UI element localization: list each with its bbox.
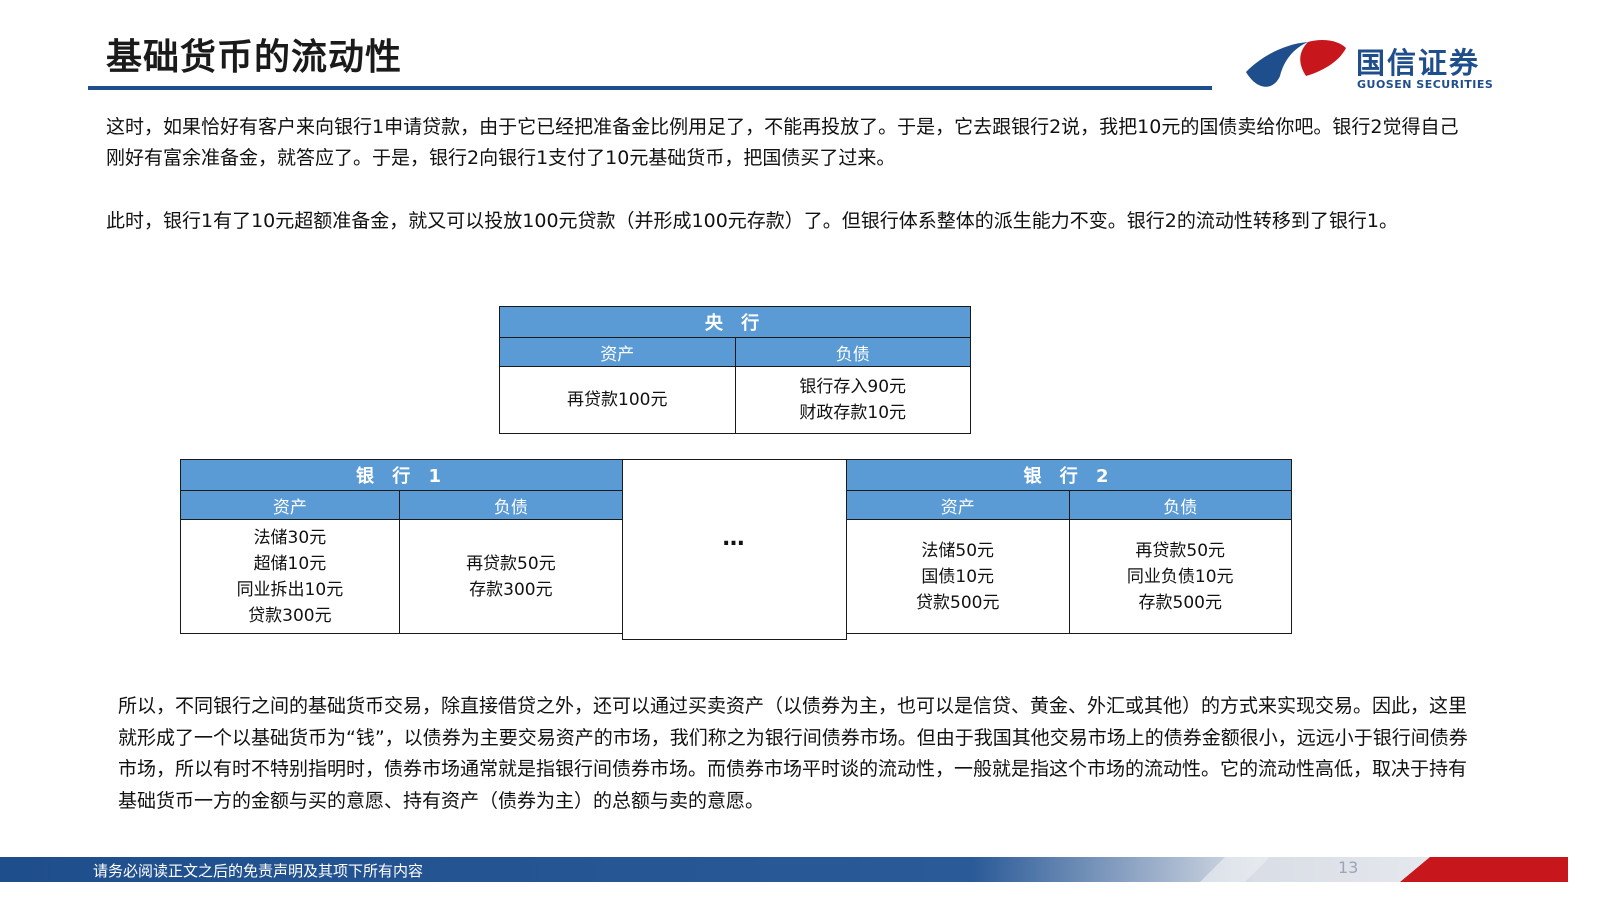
bank1-asset-item: 贷款300元 <box>248 605 332 626</box>
bank1-liabilities-header: 负债 <box>398 490 624 520</box>
logo-text-en: GUOSEN SECURITIES <box>1357 78 1494 91</box>
other-banks-box: … <box>622 459 847 640</box>
logo-emblem-icon <box>1246 40 1346 87</box>
central-liabilities-header: 负债 <box>734 337 971 367</box>
bank2-liabilities-header: 负债 <box>1068 490 1292 520</box>
bank2-assets-header: 资产 <box>846 490 1070 520</box>
paragraph-3: 所以，不同银行之间的基础货币交易，除直接借贷之外，还可以通过买卖资产（以债券为主… <box>118 695 1468 812</box>
bank1-liability-item: 再贷款50元 <box>466 553 556 574</box>
bank1-asset-item: 超储10元 <box>253 553 327 574</box>
central-asset-item: 再贷款100元 <box>567 390 668 410</box>
page-title: 基础货币的流动性 <box>106 37 403 78</box>
bank2-title: 银 行 2 <box>846 459 1292 491</box>
bank2-asset-item: 贷款500元 <box>916 592 1000 613</box>
central-assets-cell: 再贷款100元 <box>499 366 736 434</box>
footer-bar <box>0 857 1568 882</box>
bank1-assets-cell: 法储30元 超储10元 同业拆出10元 贷款300元 <box>180 519 400 634</box>
bank2-asset-item: 法储50元 <box>921 540 995 561</box>
bank1-table: 银 行 1 资产 负债 法储30元 超储10元 同业拆出10元 贷款300元 再… <box>180 459 624 634</box>
central-bank-table: 央 行 资产 负债 再贷款100元 银行存入90元 财政存款10元 <box>499 306 971 434</box>
bank1-liability-item: 存款300元 <box>469 579 553 600</box>
paragraph-2: 此时，银行1有了10元超额准备金，就又可以投放100元贷款（并形成100元存款）… <box>106 210 1398 232</box>
footer-disclaimer: 请务必阅读正文之后的免责声明及其项下所有内容 <box>93 862 424 880</box>
bank2-liability-item: 同业负债10元 <box>1126 566 1234 587</box>
central-liabilities-cell: 银行存入90元 财政存款10元 <box>734 366 971 434</box>
ellipsis-marker: … <box>722 526 747 551</box>
title-divider <box>88 86 1212 90</box>
logo-text-cn: 国信证券 <box>1356 46 1481 80</box>
bank2-liability-item: 存款500元 <box>1138 592 1222 613</box>
central-bank-title: 央 行 <box>499 306 971 338</box>
bank2-liabilities-cell: 再贷款50元 同业负债10元 存款500元 <box>1068 519 1292 634</box>
page-number: 13 <box>1338 858 1359 877</box>
central-assets-header: 资产 <box>499 337 736 367</box>
bank1-liabilities-cell: 再贷款50元 存款300元 <box>398 519 624 634</box>
bank1-asset-item: 法储30元 <box>253 527 327 548</box>
bank2-asset-item: 国债10元 <box>921 566 995 587</box>
bank2-table: 银 行 2 资产 负债 法储50元 国债10元 贷款500元 再贷款50元 同业… <box>846 459 1292 634</box>
central-liability-item: 财政存款10元 <box>799 403 907 423</box>
footer: 请务必阅读正文之后的免责声明及其项下所有内容 13 <box>0 857 1568 882</box>
paragraph-1: 这时，如果恰好有客户来向银行1申请贷款，由于它已经把准备金比例用足了，不能再投放… <box>106 116 1459 169</box>
company-logo: 国信证券 GUOSEN SECURITIES <box>1244 34 1494 94</box>
central-liability-item: 银行存入90元 <box>799 377 907 397</box>
bank1-title: 银 行 1 <box>180 459 623 491</box>
bank1-assets-header: 资产 <box>180 490 400 520</box>
bank2-assets-cell: 法储50元 国债10元 贷款500元 <box>846 519 1070 634</box>
bank2-liability-item: 再贷款50元 <box>1135 540 1226 561</box>
bank1-asset-item: 同业拆出10元 <box>236 579 344 600</box>
